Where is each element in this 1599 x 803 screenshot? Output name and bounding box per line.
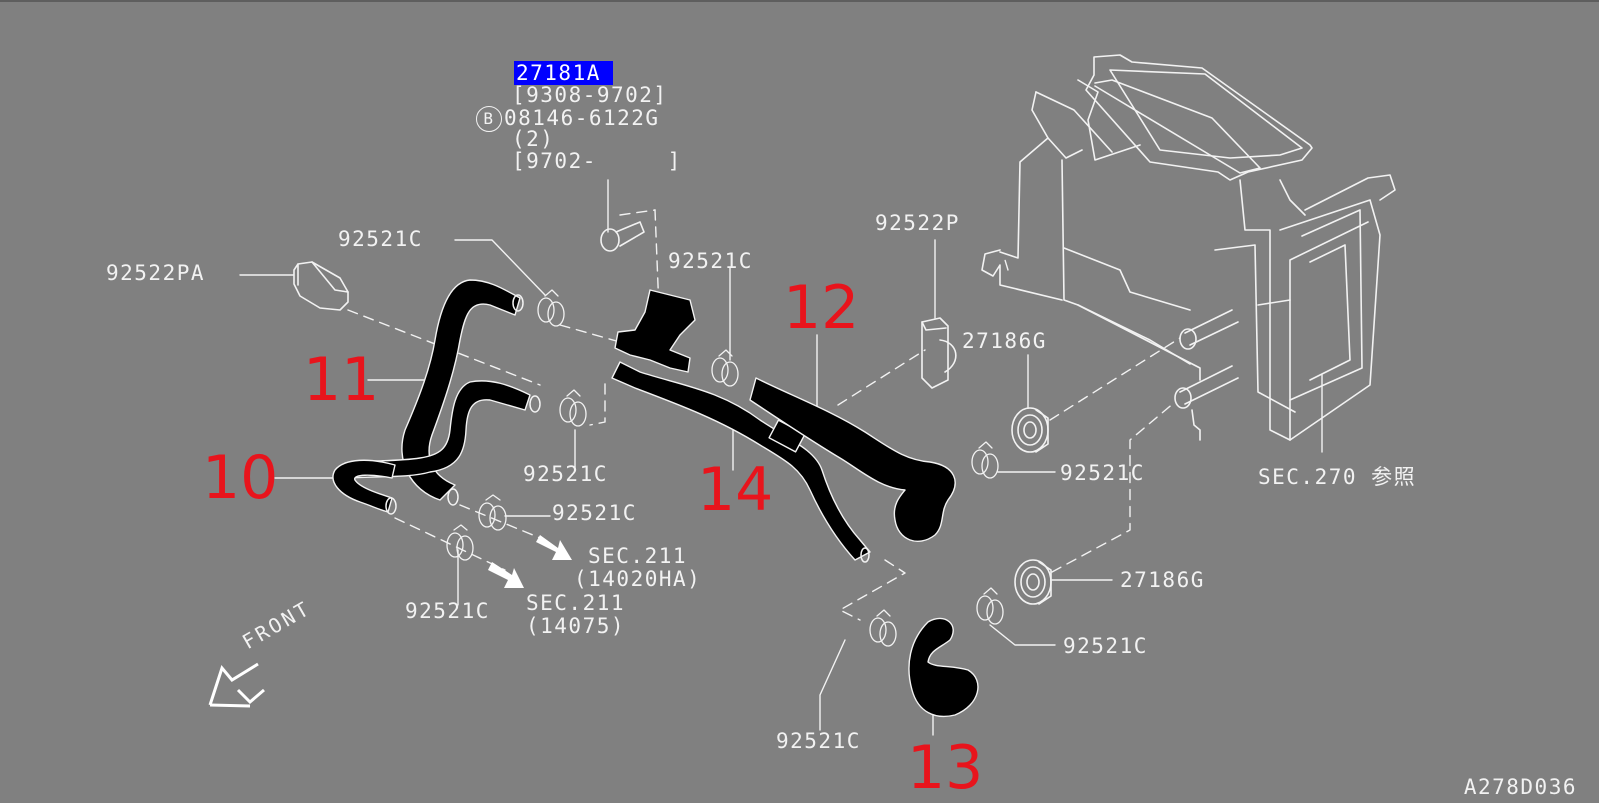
- hose-clamp-icon: [711, 349, 739, 387]
- hose-holder-icon: [921, 317, 957, 389]
- part-label-92521C[interactable]: 92521C: [1060, 461, 1145, 485]
- grommet-icon: [1014, 559, 1052, 605]
- front-arrow-icon: [208, 662, 265, 708]
- hose-12-icon: [749, 377, 956, 542]
- hose-clamp-icon: [869, 609, 897, 647]
- section-ref-211[interactable]: SEC.211: [526, 591, 626, 615]
- section-ref-211[interactable]: SEC.211: [588, 544, 688, 568]
- top-border: [0, 0, 1599, 2]
- hose-clamp-icon: [971, 441, 999, 479]
- part-label-92522PA[interactable]: 92522PA: [106, 261, 206, 285]
- part-label-27186G[interactable]: 27186G: [1120, 568, 1205, 592]
- bolt-icon: [600, 221, 645, 252]
- hose-clamp-icon: [478, 494, 507, 531]
- water-valve-icon: [614, 289, 696, 373]
- quantity-label: (2): [512, 127, 555, 151]
- hose-clamp-icon: [446, 524, 474, 561]
- hose-13-icon: [908, 617, 979, 717]
- section-ref-part: (14075): [526, 614, 626, 638]
- hose-14-icon: [611, 361, 871, 561]
- callout-14[interactable]: 14: [697, 455, 774, 525]
- drawing-code: A278D036: [1463, 775, 1577, 799]
- hose-clamp-icon: [537, 289, 565, 327]
- date-range-label: [9308-9702]: [512, 83, 668, 107]
- grommet-icon: [1011, 407, 1049, 453]
- bolt-badge-icon: B: [476, 106, 502, 132]
- hose-10-icon: [332, 459, 396, 513]
- hose-clamp-icon: [559, 389, 587, 427]
- callout-10[interactable]: 10: [202, 443, 279, 513]
- part-label-27186G[interactable]: 27186G: [962, 329, 1047, 353]
- highlighted-part-number[interactable]: 27181A: [514, 61, 613, 85]
- part-label-92521C[interactable]: 92521C: [405, 599, 490, 623]
- part-label-27181A[interactable]: 27181A: [514, 61, 613, 85]
- part-label-92521C[interactable]: 92521C: [776, 729, 861, 753]
- part-label-92521C[interactable]: 92521C: [1063, 634, 1148, 658]
- hose-clip-icon: [293, 261, 349, 311]
- callout-13[interactable]: 13: [907, 733, 984, 803]
- date-range-label: [9702- ]: [512, 149, 682, 173]
- section-ref-part: (14020HA): [574, 567, 702, 591]
- part-label-92521C[interactable]: 92521C: [338, 227, 423, 251]
- part-label-92521C[interactable]: 92521C: [523, 462, 608, 486]
- part-label-92521C[interactable]: 92521C: [668, 249, 753, 273]
- direction-arrow-icon: [488, 535, 572, 588]
- hose-11-icon: [401, 279, 521, 501]
- part-label-92522P[interactable]: 92522P: [875, 211, 960, 235]
- heater-unit-icon: [981, 54, 1396, 453]
- section-ref-270[interactable]: SEC.270 参照: [1258, 465, 1417, 489]
- part-label-92521C[interactable]: 92521C: [552, 501, 637, 525]
- callout-12[interactable]: 12: [783, 273, 860, 343]
- hose-clamp-icon: [976, 587, 1004, 625]
- callout-11[interactable]: 11: [303, 345, 380, 415]
